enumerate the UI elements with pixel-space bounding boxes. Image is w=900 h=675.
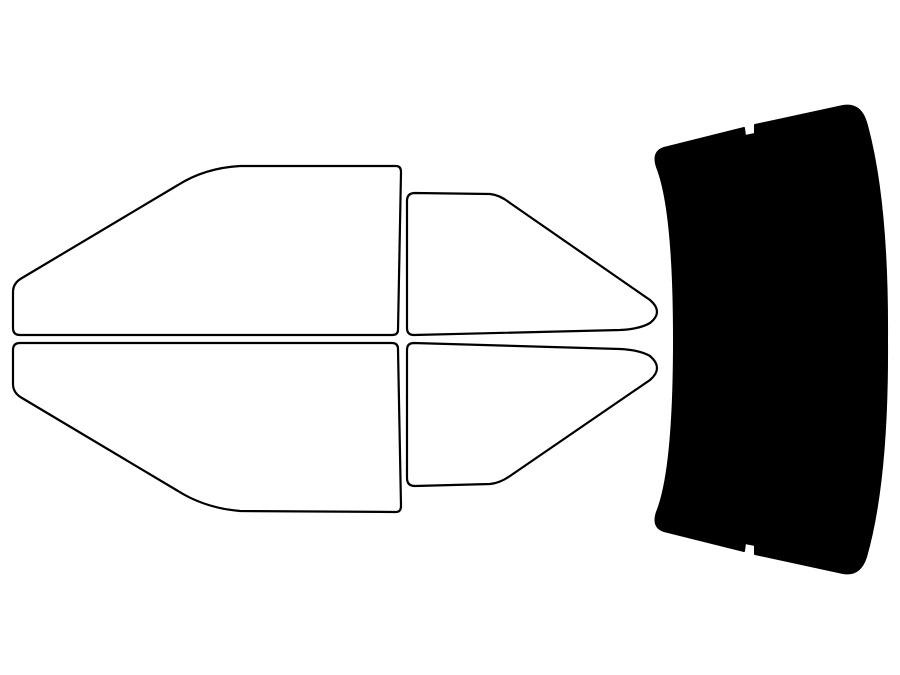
rear-windshield[interactable] bbox=[654, 104, 889, 575]
rear-door-window-left[interactable] bbox=[405, 191, 659, 337]
front-door-window-right[interactable] bbox=[11, 341, 403, 514]
front-door-window-left[interactable] bbox=[11, 164, 403, 337]
rear-door-window-right[interactable] bbox=[405, 341, 659, 488]
